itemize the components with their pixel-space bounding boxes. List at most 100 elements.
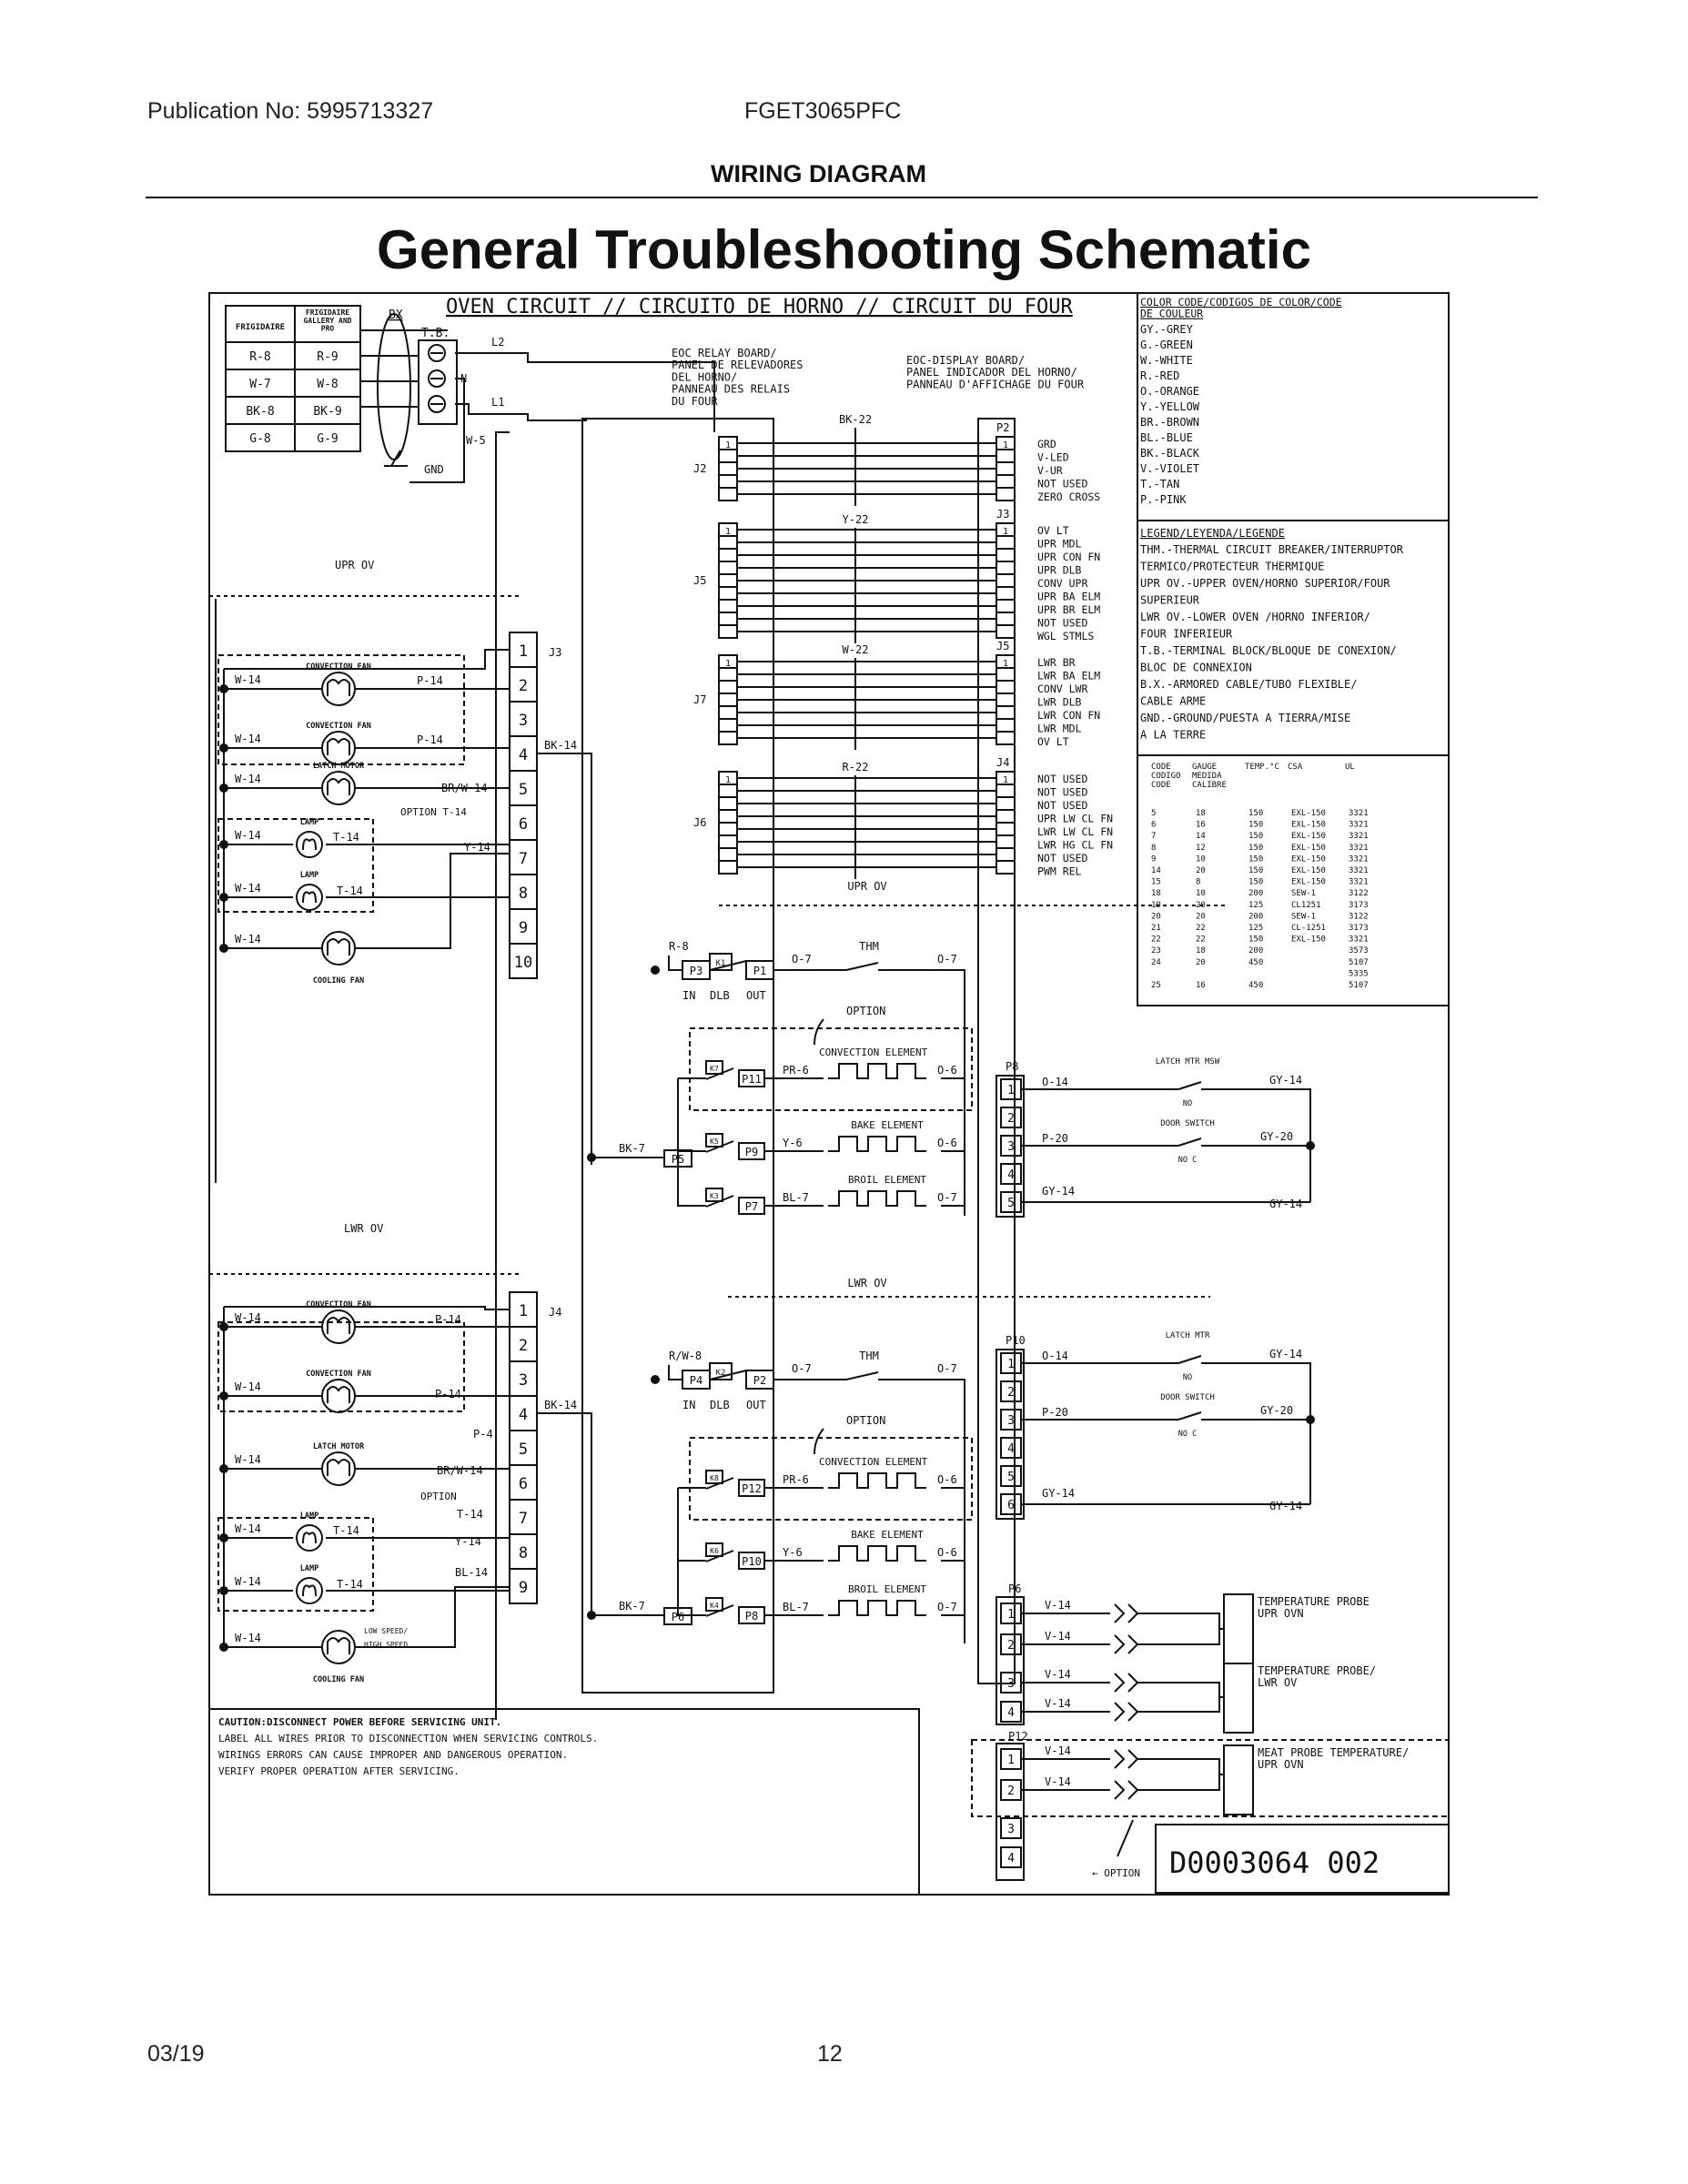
harness-pin-label: V-LED	[1037, 451, 1069, 464]
lower-latch-motor	[321, 1451, 356, 1486]
relay-pin: P8	[745, 1610, 758, 1623]
latch-switch-return	[1201, 1362, 1311, 1504]
switch-noc-label: NO C	[1178, 1156, 1197, 1165]
gauge-cell: EXL-150	[1291, 935, 1326, 945]
motor-winding	[327, 1637, 350, 1654]
thm-label: THM	[859, 940, 879, 953]
switch-no-label: NO	[1183, 1099, 1192, 1108]
load-wire-label: BR/W-14	[437, 1464, 483, 1477]
harness-pin-label: V-UR	[1037, 464, 1063, 477]
bake-element	[828, 1136, 926, 1152]
latch-switch-label: LATCH MTR MSW	[1156, 1057, 1220, 1067]
harness-pin-label: ZERO CROSS	[1037, 490, 1100, 503]
header-rule	[146, 197, 1538, 198]
gauge-cell: 16	[1196, 981, 1206, 990]
switch-connector-label: P8	[1006, 1060, 1018, 1073]
gauge-cell: 14	[1151, 866, 1161, 875]
relay-coil	[705, 1470, 723, 1484]
relay-pin: P1	[753, 965, 766, 977]
p6-pin-box	[1000, 1672, 1022, 1694]
gauge-cell: 22	[1196, 935, 1206, 945]
w14-label: W-14	[235, 882, 261, 895]
gauge-cell: 12	[1196, 844, 1206, 853]
low-speed-label: LOW SPEED/	[364, 1627, 408, 1635]
wire-layer	[209, 306, 1311, 1791]
color-code-item: G.-GREEN	[1140, 339, 1193, 351]
gauge-cell: 150	[1248, 809, 1263, 818]
label-line: MEAT PROBE TEMPERATURE/	[1258, 1746, 1409, 1759]
bk14-wire	[537, 753, 592, 1165]
harness-pin-label: UPR DLB	[1037, 564, 1082, 577]
gauge-cell: 150	[1248, 866, 1263, 875]
label-line: GAUGE	[1192, 763, 1217, 772]
bake-element	[828, 1545, 926, 1562]
gauge-cell: EXL-150	[1291, 809, 1326, 818]
bx-label: BX	[389, 308, 403, 322]
harness-pin-label: LWR DLB	[1037, 696, 1082, 709]
motor-winding	[327, 1459, 350, 1476]
terminal-block	[418, 339, 458, 425]
gy14-label: GY-14	[1269, 1348, 1302, 1360]
label-line: PANNEAU DES RELAIS	[672, 383, 790, 396]
gauge-cell: 6	[1151, 821, 1156, 830]
gauge-cell: 150	[1248, 844, 1263, 853]
probe-lead	[1137, 1613, 1224, 1630]
drawing-number: D0003064 002	[1169, 1845, 1380, 1880]
relay-name: K1	[716, 959, 726, 968]
harness-pin-label: LWR MDL	[1037, 723, 1082, 735]
p12-pin-box	[1000, 1748, 1022, 1770]
gauge-cell: 3321	[1349, 854, 1369, 864]
relay-name: K6	[710, 1547, 719, 1555]
relay-supply-label: R-8	[669, 940, 689, 953]
harness-pin-label: UPR BR ELM	[1037, 603, 1100, 616]
relay-pin: P3	[690, 965, 702, 977]
label-line: FRIGIDAIRE	[306, 308, 349, 317]
connector-pin: 9	[519, 1579, 528, 1597]
supply-cell: R-9	[317, 350, 338, 364]
t14-label: T-14	[457, 1508, 483, 1521]
harness-pin-label: CONV LWR	[1037, 682, 1087, 695]
supply-cell: R-8	[249, 350, 270, 364]
supply-cell: G-9	[317, 432, 338, 446]
label-line: DEL HORNO/	[672, 370, 737, 383]
element-wire-label: PR-6	[783, 1064, 809, 1077]
element-return-label: O-6	[937, 1137, 957, 1149]
fan-group-box	[217, 654, 465, 765]
element-return-label: O-6	[937, 1064, 957, 1077]
label-line: PANEL INDICADOR DEL HORNO/	[906, 366, 1077, 379]
gy20-label: GY-20	[1260, 1404, 1293, 1417]
load-wire-label: Y-14	[464, 841, 490, 854]
legend-item: A LA TERRE	[1140, 729, 1206, 742]
relay-supply-label: R/W-8	[669, 1350, 702, 1362]
junction-dot	[219, 893, 228, 902]
footer-date: 03/19	[147, 2041, 205, 2067]
label-line: CODE	[1151, 763, 1171, 772]
harness-left-connector	[718, 771, 738, 875]
w5-label: W-5	[466, 434, 486, 447]
gauge-cell: 24	[1151, 958, 1161, 967]
probe-lead	[1137, 1682, 1224, 1698]
p6-connector	[996, 1596, 1025, 1725]
pin-one: 1	[1003, 527, 1008, 537]
harness-pin-label: LWR LW CL FN	[1037, 825, 1113, 838]
gauge-cell: 22	[1151, 935, 1161, 945]
gauge-cell: 18	[1196, 809, 1206, 818]
label-line: COLOR CODE/CODIGOS DE COLOR/CODE	[1140, 296, 1342, 308]
p6-pin: 3	[1007, 1677, 1015, 1691]
fan-group-box	[217, 1321, 465, 1412]
gauge-cell: 150	[1248, 832, 1263, 841]
harness-pin-label: NOT USED	[1037, 786, 1087, 799]
p6-pin: 4	[1007, 1706, 1015, 1720]
gauge-cell: EXL-150	[1291, 878, 1326, 887]
gauge-box	[1137, 754, 1450, 1006]
label-line: LWR OV	[1258, 1676, 1297, 1689]
relay-pin: P7	[745, 1200, 758, 1213]
supply-cell: W-8	[317, 378, 338, 391]
component-caption: LAMP	[300, 1564, 318, 1573]
o14-label: O-14	[1042, 1076, 1068, 1088]
gauge-cell: 5107	[1349, 981, 1369, 990]
harness-pin-label: PWM REL	[1037, 865, 1082, 878]
gauge-cell: 10	[1196, 889, 1206, 898]
harness-right-connector	[996, 522, 1016, 639]
